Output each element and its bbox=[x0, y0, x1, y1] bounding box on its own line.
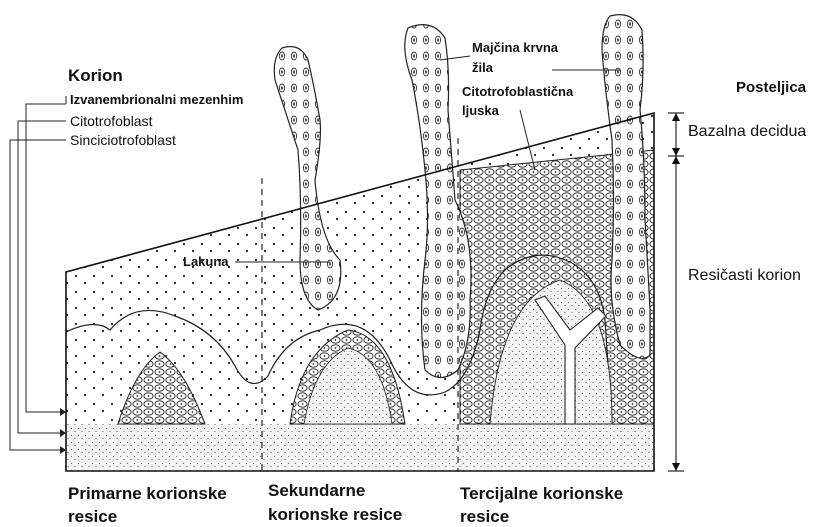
cytotrophoblastic-shell-label-line2: ljuska bbox=[462, 103, 499, 118]
resicasti-korion-label: Resičasti korion bbox=[688, 267, 801, 285]
extraembryonic-mesenchyme-floor bbox=[66, 424, 654, 471]
cytotrophoblast-label: Citotrofoblast bbox=[70, 113, 152, 129]
secondary-villi-label-line1: Sekundarne bbox=[268, 481, 365, 501]
maternal-vessel-label-line1: Majčina krvna bbox=[472, 40, 558, 55]
maternal-vessel-label-line2: žila bbox=[472, 60, 493, 75]
primary-villi-label-line2: resice bbox=[68, 507, 117, 527]
extraembryonic-mesenchyme-label: Izvanembrionalni mezenhim bbox=[70, 92, 243, 107]
tertiary-villi-label-line2: resice bbox=[460, 507, 509, 527]
primary-villi-label-line1: Primarne korionske bbox=[68, 484, 227, 504]
cytotrophoblastic-shell-label-line1: Citotrofoblastična bbox=[462, 84, 573, 99]
right-bracket bbox=[668, 113, 684, 471]
tertiary-villi-label-line1: Tercijalne korionske bbox=[460, 484, 623, 504]
lakuna-label: Lakuna bbox=[183, 254, 229, 269]
callout-arrowheads bbox=[60, 408, 66, 454]
syncytiotrophoblast-label: Sinciciotrofoblast bbox=[70, 132, 176, 148]
bazalna-decidua-label: Bazalna decidua bbox=[688, 123, 806, 141]
posteljica-label: Posteljica bbox=[736, 79, 806, 96]
left-callouts bbox=[10, 96, 66, 450]
secondary-villi-label-line2: korionske resice bbox=[268, 505, 402, 525]
korion-label: Korion bbox=[68, 66, 123, 86]
